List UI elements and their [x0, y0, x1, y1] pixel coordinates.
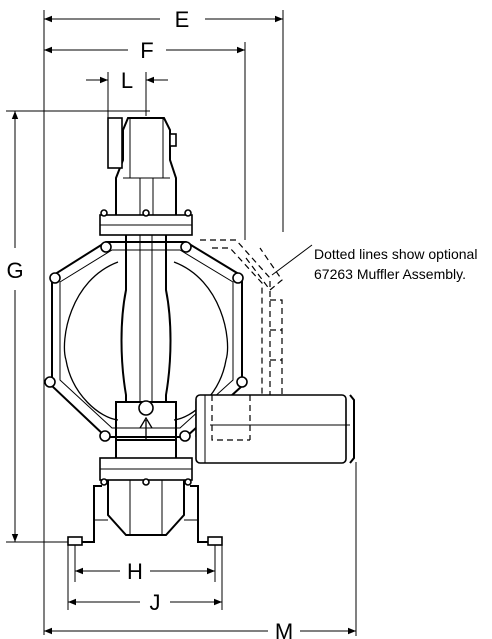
pump-body	[44, 117, 248, 546]
dimension-m: M	[44, 619, 356, 639]
note-line-2: 67263 Muffler Assembly.	[314, 266, 466, 282]
dimension-label-j: J	[150, 590, 161, 615]
diaphragm-left	[63, 261, 119, 421]
air-exhaust-body	[195, 394, 347, 464]
top-manifold	[115, 117, 177, 215]
dimension-label-l: L	[121, 68, 133, 93]
dimension-label-e: E	[175, 7, 190, 32]
muffler-note: Dotted lines show optional 67263 Muffler…	[271, 244, 477, 282]
dimension-e: E	[44, 7, 283, 32]
dimension-l: L	[86, 68, 168, 93]
dimension-label-h: H	[127, 559, 143, 584]
center-column	[120, 235, 172, 402]
exhaust-assembly	[195, 394, 355, 464]
dimension-g: G	[6, 111, 24, 542]
dimension-label-g: G	[6, 258, 23, 283]
dimension-f: F	[44, 38, 245, 63]
center-plug	[138, 400, 154, 416]
dimension-h: H	[75, 559, 215, 584]
flow-arrow-icon	[139, 416, 153, 440]
note-line-1: Dotted lines show optional	[314, 246, 477, 262]
diaphragm-right	[173, 261, 229, 421]
extension-lines	[6, 10, 357, 636]
dimension-label-f: F	[140, 38, 153, 63]
top-outlet-port	[107, 117, 123, 169]
note-leader-line	[271, 244, 313, 276]
housing-bolts	[44, 241, 248, 442]
base-stand	[70, 485, 222, 543]
dimension-j: J	[68, 590, 222, 615]
inlet-nozzle	[107, 480, 185, 536]
dimension-label-m: M	[275, 619, 293, 639]
optional-muffler-assembly	[200, 239, 283, 441]
